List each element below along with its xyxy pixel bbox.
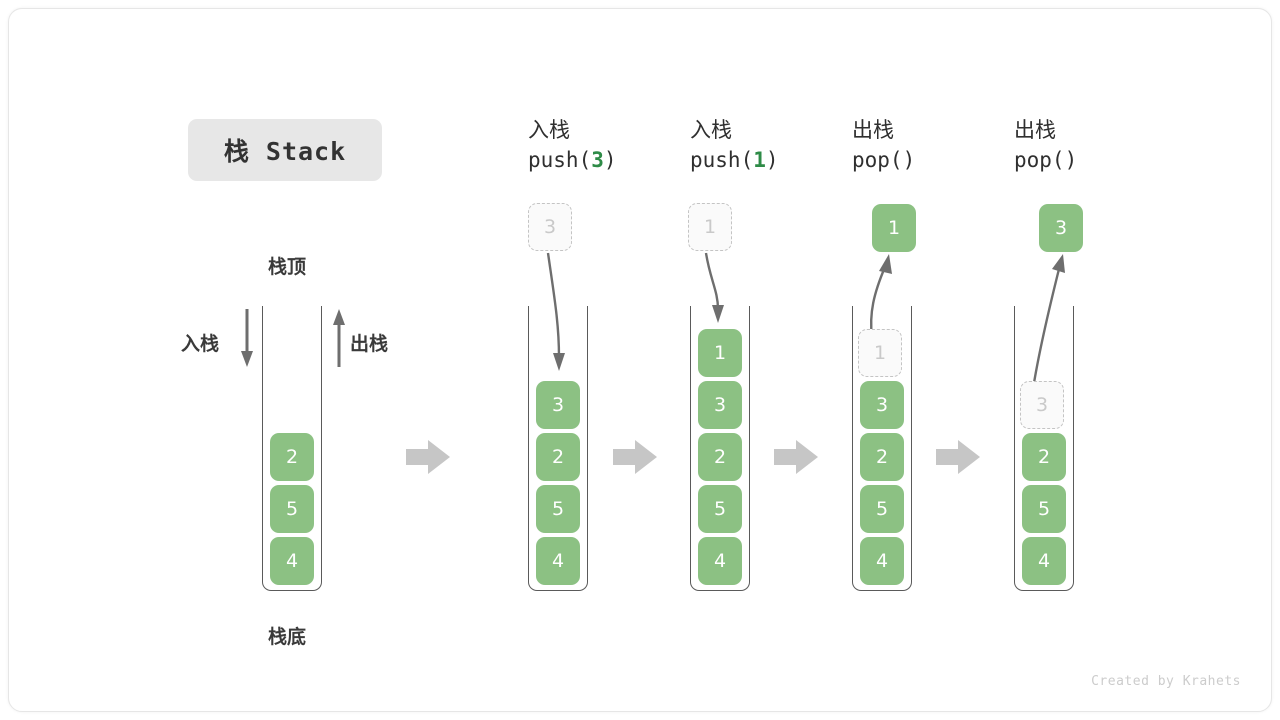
page-title: 栈 Stack — [223, 137, 347, 166]
stage-op-code: push(1) — [690, 145, 860, 175]
stack-cell: 5 — [536, 485, 580, 533]
stack-cell: 2 — [860, 433, 904, 481]
flow-arrow-icon — [406, 440, 450, 474]
pop-motion-arrow-icon — [1031, 254, 1065, 390]
stack-cell: 5 — [1022, 485, 1066, 533]
stage-op-cn: 入栈 — [690, 118, 732, 142]
stack-cell: 3 — [698, 381, 742, 429]
stage-op-code: pop() — [852, 145, 1022, 175]
stack-cell-ghost: 3 — [1020, 381, 1064, 429]
push-motion-arrow-icon — [704, 252, 724, 323]
pop-direction-arrow-icon — [333, 309, 345, 367]
floating-cell-push-1: 1 — [688, 203, 732, 251]
stack-cell: 2 — [270, 433, 314, 481]
stack-cell: 5 — [270, 485, 314, 533]
stage-header-push-3: 入栈 push(3) — [528, 115, 698, 175]
footer-credit: Created by Krahets — [1091, 674, 1241, 689]
stack-cell: 4 — [698, 537, 742, 585]
stack-cell: 3 — [536, 381, 580, 429]
stage-op-code: push(3) — [528, 145, 698, 175]
code-suffix: ) — [1064, 148, 1078, 172]
stack-cell: 1 — [698, 329, 742, 377]
code-arg: 3 — [591, 148, 604, 172]
stage-header-push-1: 入栈 push(1) — [690, 115, 860, 175]
stack-cell-ghost: 1 — [858, 329, 902, 377]
diagram-canvas: 栈 Stack 栈顶 栈底 入栈 出栈 2 5 4 入栈 push(3) 3 3… — [8, 8, 1272, 712]
code-arg: 1 — [753, 148, 766, 172]
stack-cell: 2 — [1022, 433, 1066, 481]
stack-cell: 4 — [1022, 537, 1066, 585]
code-prefix: pop( — [1014, 148, 1065, 172]
push-indicator-label: 入栈 — [181, 333, 220, 355]
popped-cell-1: 1 — [872, 204, 916, 252]
stack-cell: 2 — [698, 433, 742, 481]
stack-cell: 2 — [536, 433, 580, 481]
code-prefix: pop( — [852, 148, 903, 172]
floating-cell-push-3: 3 — [528, 203, 572, 251]
stack-cell: 4 — [536, 537, 580, 585]
flow-arrow-icon — [774, 440, 818, 474]
stack-top-label: 栈顶 — [268, 256, 307, 278]
flow-arrow-icon — [936, 440, 980, 474]
code-prefix: push( — [690, 148, 754, 172]
code-suffix: ) — [603, 148, 617, 172]
stage-header-pop-3: 出栈 pop() — [1014, 115, 1184, 175]
stack-container-pop-3 — [1014, 306, 1074, 591]
stack-cell: 5 — [860, 485, 904, 533]
stack-cell: 4 — [860, 537, 904, 585]
stage-op-cn: 出栈 — [1014, 118, 1056, 142]
stage-header-pop-1: 出栈 pop() — [852, 115, 1022, 175]
code-prefix: push( — [528, 148, 592, 172]
stack-container-pop-1 — [852, 306, 912, 591]
title-badge: 栈 Stack — [188, 119, 382, 181]
stack-container-push-1 — [690, 306, 750, 591]
code-suffix: ) — [765, 148, 779, 172]
stage-op-cn: 入栈 — [528, 118, 570, 142]
stage-op-cn: 出栈 — [852, 118, 894, 142]
stack-container-initial — [262, 306, 322, 591]
stage-op-code: pop() — [1014, 145, 1184, 175]
flow-arrow-icon — [613, 440, 657, 474]
stack-container-push-3 — [528, 306, 588, 591]
stack-cell: 4 — [270, 537, 314, 585]
push-direction-arrow-icon — [241, 309, 253, 367]
push-motion-arrow-icon — [546, 252, 565, 371]
popped-cell-3: 3 — [1039, 204, 1083, 252]
code-suffix: ) — [902, 148, 916, 172]
stack-cell: 5 — [698, 485, 742, 533]
pop-indicator-label: 出栈 — [350, 333, 389, 355]
stack-bottom-label: 栈底 — [268, 626, 307, 648]
stack-cell: 3 — [860, 381, 904, 429]
